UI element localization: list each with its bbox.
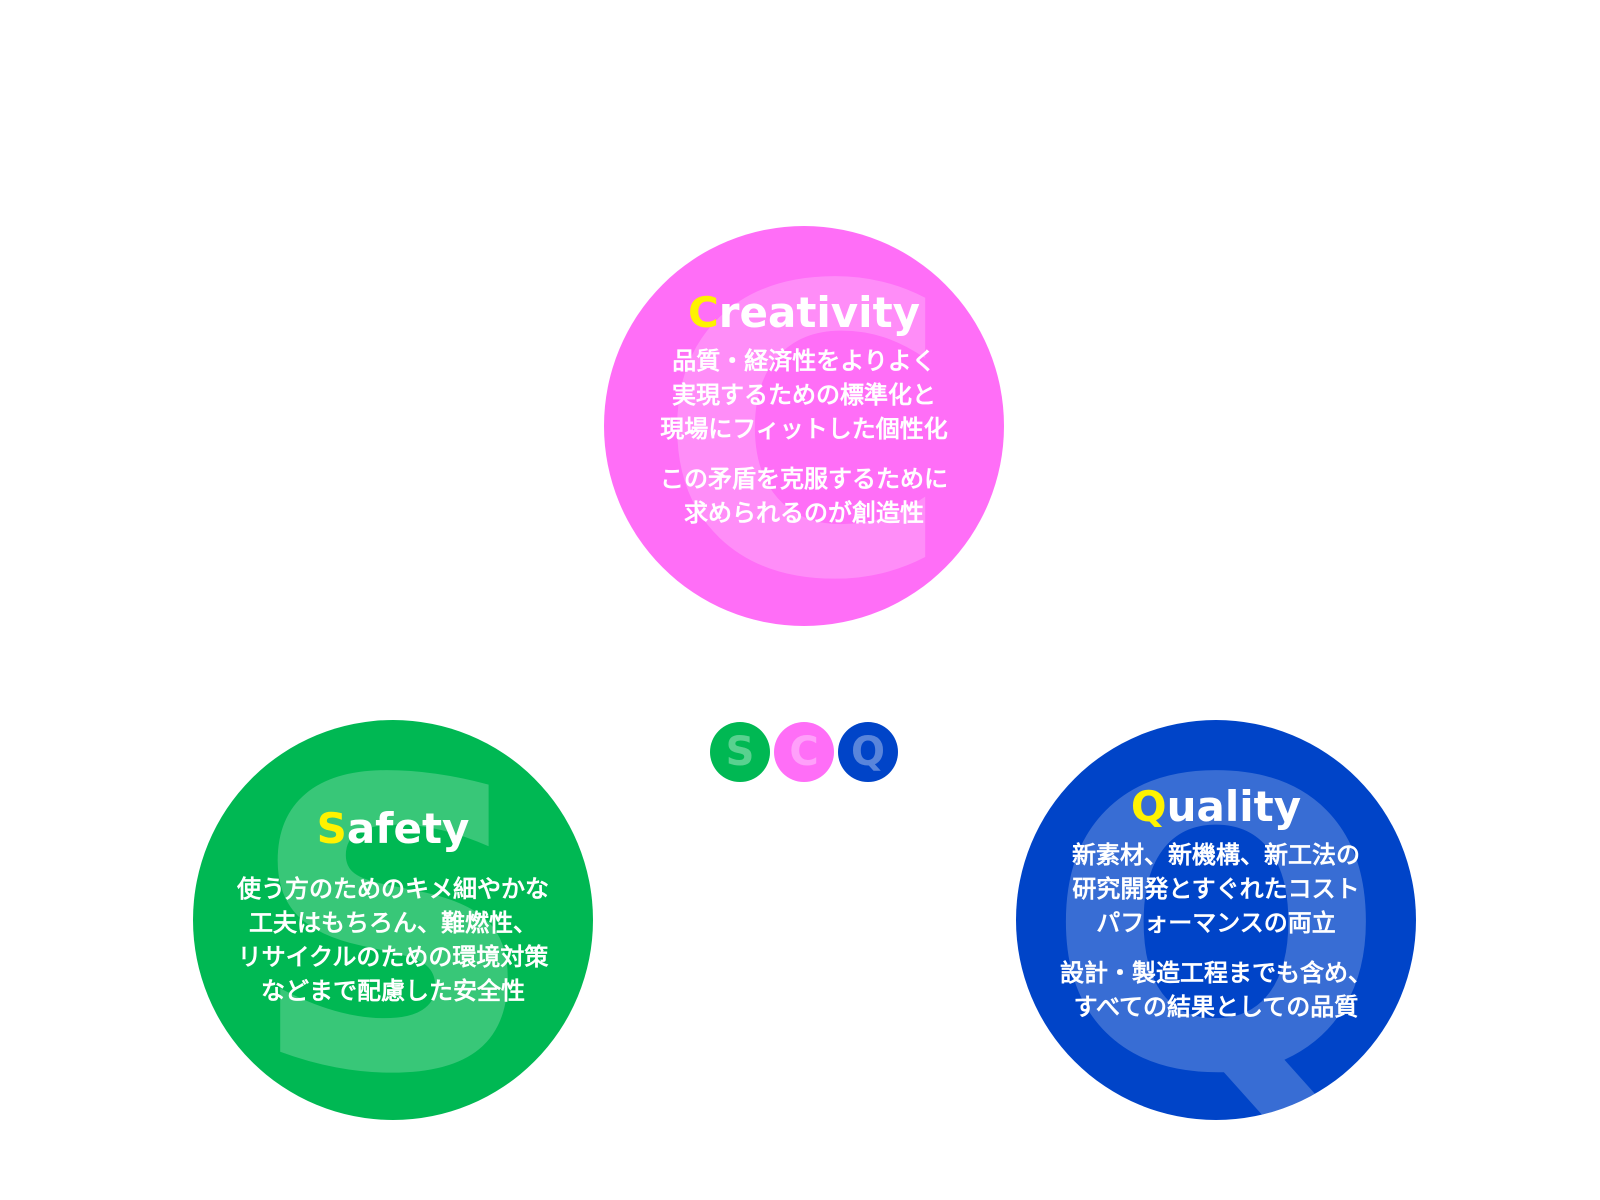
creativity-description-1: 品質・経済性をよりよく 実現するための標準化と 現場にフィットした個性化 [604, 344, 1004, 446]
creativity-title-rest: reativity [718, 288, 921, 337]
quality-badge: Q [838, 722, 898, 782]
quality-content: Quality 新素材、新機構、新工法の 研究開発とすぐれたコスト パフォーマン… [1016, 786, 1416, 1024]
creativity-circle: C Creativity 品質・経済性をよりよく 実現するための標準化と 現場に… [604, 226, 1004, 626]
quality-line: 設計・製造工程までも含め、 [1060, 959, 1372, 987]
quality-title-rest: uality [1166, 782, 1302, 831]
quality-title-initial: Q [1130, 782, 1167, 831]
safety-line: リサイクルのための環境対策 [237, 943, 549, 971]
safety-circle: S Safety 使う方のためのキメ細やかな 工夫はもちろん、難燃性、 リサイク… [193, 720, 593, 1120]
creativity-line: 品質・経済性をよりよく [672, 347, 936, 375]
safety-title: Safety [193, 808, 593, 850]
quality-circle: Q Quality 新素材、新機構、新工法の 研究開発とすぐれたコスト パフォー… [1016, 720, 1416, 1120]
scq-badge-row: S C Q [710, 722, 900, 784]
quality-line: すべての結果としての品質 [1073, 993, 1359, 1021]
quality-line: 研究開発とすぐれたコスト [1072, 875, 1360, 903]
safety-content: Safety 使う方のためのキメ細やかな 工夫はもちろん、難燃性、 リサイクルの… [193, 808, 593, 1008]
creativity-line: 現場にフィットした個性化 [660, 415, 948, 443]
safety-line: などまで配慮した安全性 [261, 977, 525, 1005]
quality-title: Quality [1016, 786, 1416, 828]
quality-line: パフォーマンスの両立 [1096, 909, 1336, 937]
creativity-watermark-letter: C [657, 226, 951, 627]
safety-title-rest: afety [346, 804, 470, 853]
safety-badge: S [710, 722, 770, 782]
quality-description-2: 設計・製造工程までも含め、 すべての結果としての品質 [1016, 956, 1416, 1024]
safety-line: 工夫はもちろん、難燃性、 [249, 909, 537, 937]
safety-watermark-letter: S [248, 720, 538, 1121]
creativity-line: この矛盾を克服するために [660, 465, 948, 493]
quality-description-1: 新素材、新機構、新工法の 研究開発とすぐれたコスト パフォーマンスの両立 [1016, 838, 1416, 940]
safety-description: 使う方のためのキメ細やかな 工夫はもちろん、難燃性、 リサイクルのための環境対策… [193, 872, 593, 1008]
safety-line: 使う方のためのキメ細やかな [237, 875, 549, 903]
creativity-title-initial: C [687, 288, 719, 337]
creativity-title: Creativity [604, 292, 1004, 334]
creativity-description-2: この矛盾を克服するために 求められるのが創造性 [604, 462, 1004, 530]
safety-title-initial: S [316, 804, 347, 853]
creativity-badge: C [774, 722, 834, 782]
quality-line: 新素材、新機構、新工法の [1072, 841, 1360, 869]
creativity-content: Creativity 品質・経済性をよりよく 実現するための標準化と 現場にフィ… [604, 292, 1004, 530]
quality-watermark-letter: Q [1045, 720, 1387, 1121]
creativity-line: 求められるのが創造性 [684, 499, 924, 527]
creativity-line: 実現するための標準化と [672, 381, 936, 409]
